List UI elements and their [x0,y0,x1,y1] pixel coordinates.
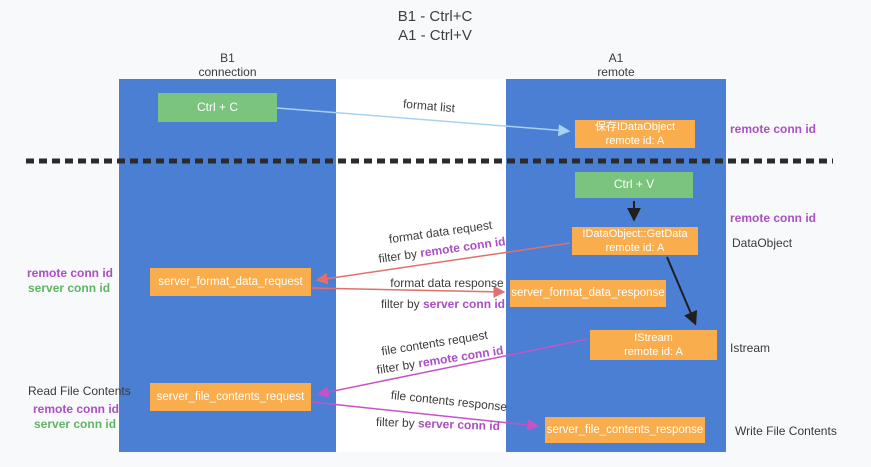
server-conn-id-value: server conn id [417,416,501,434]
title-line-2: A1 - Ctrl+V [398,27,472,44]
filter-by-prefix: filter by [375,414,419,431]
istream-box: IStream remote id: A [590,330,717,360]
ctrl-c-label: Ctrl + C [196,99,238,114]
filter-by-prefix: filter by [380,297,423,311]
server-file-contents-request-box: server_file_contents_request [150,383,311,411]
remote-conn-id-annotation-left: remote conn id [27,266,114,280]
dataobject-annotation: DataObject [732,236,793,250]
diagram-title: B1 - Ctrl+C A1 - Ctrl+V [285,7,585,45]
format-data-response-label: format data response [390,276,504,290]
read-file-contents-annotation: Read File Contents [28,384,131,398]
lane-b1-subtitle: connection [198,65,257,79]
ctrl-v-box: Ctrl + V [575,172,693,198]
saved-dataobject-box: 保存IDataObject remote id: A [575,120,695,148]
istream-annotation: Istream [730,341,771,355]
lane-header-b1: B1 connection [119,51,336,79]
remote-conn-id-annotation-top: remote conn id [730,122,817,136]
format-data-response-filter-label: filter by server conn id [373,297,513,311]
ctrl-v-label: Ctrl + V [613,177,655,192]
istream-line2: remote id: A [624,346,683,358]
saved-dataobject-line2: remote id: A [605,135,665,147]
server-format-data-response-label: server_format_data_response [511,287,665,300]
saved-dataobject-line1: 保存IDataObject [594,120,676,133]
server-format-data-request-label: server_format_data_request [158,275,303,288]
server-format-data-request-box: server_format_data_request [150,268,311,296]
ctrl-c-box: Ctrl + C [158,93,277,122]
lane-b1-name: B1 [220,51,235,65]
remote-conn-id-annotation-mid: remote conn id [730,211,817,225]
remote-conn-id-annotation-bottom-left: remote conn id [33,402,120,416]
getdata-line1: IDataObject::GetData [582,227,688,240]
server-file-contents-response-box: server_file_contents_response [545,417,705,443]
title-line-1: B1 - Ctrl+C [397,8,473,25]
write-file-contents-annotation: Write File Contents [735,424,837,438]
server-conn-id-annotation-bottom-left: server conn id [34,417,117,431]
lane-header-a1: A1 remote [506,51,726,79]
server-conn-id-annotation-left: server conn id [28,281,111,295]
lane-a1-subtitle: remote [597,65,635,79]
idataobject-getdata-box: IDataObject::GetData remote id: A [572,227,698,255]
server-file-contents-response-label: server_file_contents_response [546,423,704,436]
server-file-contents-request-label: server_file_contents_request [156,390,305,403]
istream-line1: IStream [634,331,673,344]
server-format-data-response-box: server_format_data_response [510,280,666,307]
lane-a1-name: A1 [608,51,624,65]
server-conn-id-value: server conn id [422,297,506,311]
getdata-line2: remote id: A [605,242,665,254]
